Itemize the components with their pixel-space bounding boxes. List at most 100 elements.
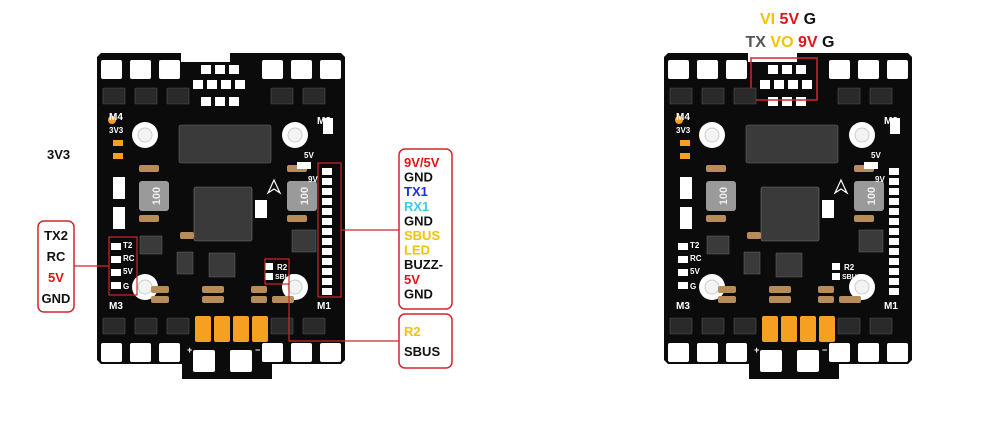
cap-1 xyxy=(139,215,159,222)
uart-pad-0 xyxy=(889,168,899,175)
button-pad xyxy=(822,200,834,218)
motor-pad-bottom-1 xyxy=(130,343,151,362)
uart-pad-12 xyxy=(322,288,332,295)
inductor-right xyxy=(854,181,884,211)
right-callout-label-7: BUZZ- xyxy=(404,257,443,272)
battery-pad-2 xyxy=(800,316,816,342)
small-chip-3 xyxy=(858,229,884,253)
cap-10 xyxy=(251,286,267,293)
vtx-pad-3 xyxy=(760,80,770,89)
uart-pad-0 xyxy=(322,168,332,175)
pad-3v3-b xyxy=(680,153,690,159)
right-callout-label-8: 5V xyxy=(404,272,420,287)
silk-m2: M2 xyxy=(317,116,331,127)
cap-10 xyxy=(818,286,834,293)
vtx-header-row1-label-2: G xyxy=(799,11,816,28)
pad-5v xyxy=(297,162,311,169)
right-callout-label-3: RX1 xyxy=(404,199,429,214)
motor-pad-top-0 xyxy=(101,60,122,79)
cap-0 xyxy=(706,165,726,172)
silk-rc: RC xyxy=(123,254,135,263)
cap-9 xyxy=(769,296,791,303)
vtx-pad-4 xyxy=(207,80,217,89)
silk-m4: M4 xyxy=(109,112,123,123)
vtx-pad-2 xyxy=(796,65,806,74)
pad-3v3-a xyxy=(680,140,690,146)
silk-m4: M4 xyxy=(676,112,690,123)
cap-8 xyxy=(769,286,791,293)
fet-top-0 xyxy=(102,87,126,105)
sbus-callout-leader xyxy=(288,283,399,342)
cap-6 xyxy=(151,286,169,293)
fet-bottom-3 xyxy=(837,317,861,335)
cap-7 xyxy=(718,296,736,303)
uart-pad-10 xyxy=(889,268,899,275)
right-callout-label-4: GND xyxy=(404,213,433,228)
inductor-left xyxy=(706,181,736,211)
vtx-header-row2-label-3: G xyxy=(818,34,835,51)
uart-pad-2 xyxy=(889,188,899,195)
uart-pad-3 xyxy=(889,198,899,205)
vtx-pad-1 xyxy=(215,65,225,74)
uart-pad-11 xyxy=(889,278,899,285)
right-callout-label-0: 9V/5V xyxy=(404,155,440,170)
silk-5v: 5V xyxy=(304,151,314,160)
vtx-header-row2-label-0: TX xyxy=(746,34,767,51)
pad-3v3-b xyxy=(113,153,123,159)
uart-pad-12 xyxy=(889,288,899,295)
right-callout-label-1: GND xyxy=(404,170,433,185)
motor-pad-top-0 xyxy=(668,60,689,79)
silk-3v3: 3V3 xyxy=(676,126,691,135)
cap-3 xyxy=(287,215,307,222)
motor-pad-top-2 xyxy=(726,60,747,79)
sbus-callout-box xyxy=(398,313,453,369)
left-bar-1 xyxy=(113,177,125,199)
vtx-header-row2-label-2: 9V xyxy=(794,34,818,51)
uart-pad-1 xyxy=(889,178,899,185)
motor-pad-bottom-2 xyxy=(159,343,180,362)
left-pad-2 xyxy=(111,269,121,276)
power-pad-plus xyxy=(760,350,782,372)
silk-m1: M1 xyxy=(317,301,331,312)
top-3v3-label: 3V3 xyxy=(47,147,70,162)
silk-sbus: SBUS xyxy=(842,274,862,281)
vtx-pad-9 xyxy=(796,97,806,106)
left-callout-label-3: GND xyxy=(42,291,71,306)
led-3v3 xyxy=(675,116,683,124)
led-3v3 xyxy=(108,116,116,124)
right-callout-label-5: SBUS xyxy=(404,228,440,243)
left-pad-3 xyxy=(111,282,121,289)
mount-hole-inner-1 xyxy=(287,127,303,143)
cap-6 xyxy=(718,286,736,293)
vtx-pad-5 xyxy=(221,80,231,89)
vtx-header-row2-label-1: VO xyxy=(766,34,794,51)
inductor-left xyxy=(139,181,169,211)
cap-1 xyxy=(706,215,726,222)
uart-pad-3 xyxy=(322,198,332,205)
vtx-pad-8 xyxy=(782,97,792,106)
left-pad-3 xyxy=(678,282,688,289)
minus-silk: − xyxy=(255,345,260,355)
silk-g: G xyxy=(690,282,696,291)
battery-pad-1 xyxy=(781,316,797,342)
mount-hole-inner-0 xyxy=(137,127,153,143)
battery-pad-3 xyxy=(252,316,268,342)
left-pad-0 xyxy=(111,243,121,250)
silk-rc: RC xyxy=(690,254,702,263)
uart-pad-5 xyxy=(322,218,332,225)
minus-silk: − xyxy=(822,345,827,355)
vtx-header-row2-row: TX VO 9V G xyxy=(746,34,835,51)
uart-pad-11 xyxy=(322,278,332,285)
motor-pad-top-4 xyxy=(291,60,312,79)
fet-top-2 xyxy=(733,87,757,105)
small-chip-1 xyxy=(706,235,730,255)
fet-top-4 xyxy=(302,87,326,105)
right-callout-label-6: LED xyxy=(404,243,430,258)
cap-8 xyxy=(202,286,224,293)
power-pad-minus xyxy=(230,350,252,372)
motor-pad-bottom-1 xyxy=(697,343,718,362)
vtx-pad-1 xyxy=(782,65,792,74)
motor-pad-bottom-5 xyxy=(887,343,908,362)
left-bar-2 xyxy=(680,207,692,229)
